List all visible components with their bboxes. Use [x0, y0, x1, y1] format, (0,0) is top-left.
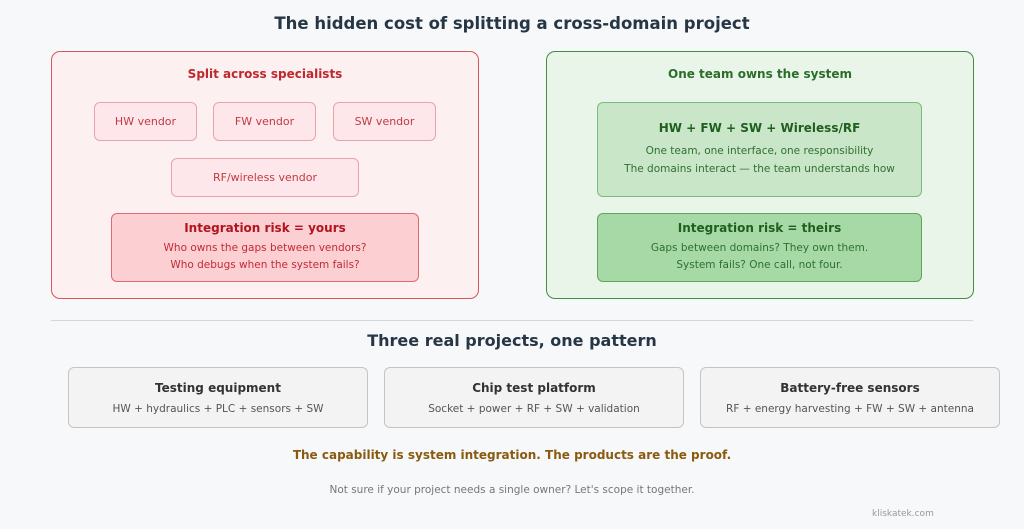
team-panel-heading: One team owns the system: [668, 67, 852, 81]
split-panel-heading: Split across specialists: [187, 67, 343, 81]
hw-vendor-box: HW vendor: [94, 102, 197, 141]
scope-cta-text: Not sure if your project needs a single …: [329, 484, 695, 496]
risk-yours-line: Who debugs when the system fails?: [170, 259, 360, 271]
project-description: RF + energy harvesting + FW + SW + anten…: [726, 402, 974, 415]
project-card: Testing equipment HW + hydraulics + PLC …: [68, 367, 368, 428]
section-divider: [51, 320, 973, 321]
risk-theirs-title: Integration risk = theirs: [677, 221, 842, 235]
project-card: Chip test platform Socket + power + RF +…: [384, 367, 684, 428]
team-box-title: HW + FW + SW + Wireless/RF: [658, 121, 861, 135]
project-card: Battery-free sensors RF + energy harvest…: [700, 367, 1000, 428]
project-description: HW + hydraulics + PLC + sensors + SW: [112, 402, 324, 415]
risk-yours-title: Integration risk = yours: [184, 221, 346, 235]
capability-tagline: The capability is system integration. Th…: [292, 448, 732, 462]
integration-risk-yours-box: Integration risk = yours Who owns the ga…: [111, 213, 419, 282]
fw-vendor-box: FW vendor: [213, 102, 316, 141]
risk-theirs-line: Gaps between domains? They own them.: [650, 242, 869, 254]
team-domains-box: HW + FW + SW + Wireless/RF One team, one…: [597, 102, 922, 197]
rf-vendor-label: RF/wireless vendor: [212, 171, 318, 184]
projects-section-title: Three real projects, one pattern: [367, 331, 657, 350]
risk-yours-line: Who owns the gaps between vendors?: [163, 242, 367, 254]
risk-theirs-line: System fails? One call, not four.: [676, 259, 843, 271]
sw-vendor-label: SW vendor: [354, 115, 415, 128]
project-description: Socket + power + RF + SW + validation: [428, 402, 640, 415]
project-title: Chip test platform: [472, 380, 596, 395]
integration-risk-theirs-box: Integration risk = theirs Gaps between d…: [597, 213, 922, 282]
brand-url: kliskatek.com: [872, 509, 934, 519]
fw-vendor-label: FW vendor: [234, 115, 295, 128]
project-title: Battery-free sensors: [780, 380, 920, 395]
team-box-line: One team, one interface, one responsibil…: [645, 145, 874, 157]
team-box-line: The domains interact — the team understa…: [624, 163, 895, 175]
sw-vendor-box: SW vendor: [333, 102, 436, 141]
page-title: The hidden cost of splitting a cross-dom…: [274, 14, 750, 33]
hw-vendor-label: HW vendor: [114, 115, 177, 128]
rf-vendor-box: RF/wireless vendor: [171, 158, 359, 197]
project-title: Testing equipment: [155, 380, 281, 395]
